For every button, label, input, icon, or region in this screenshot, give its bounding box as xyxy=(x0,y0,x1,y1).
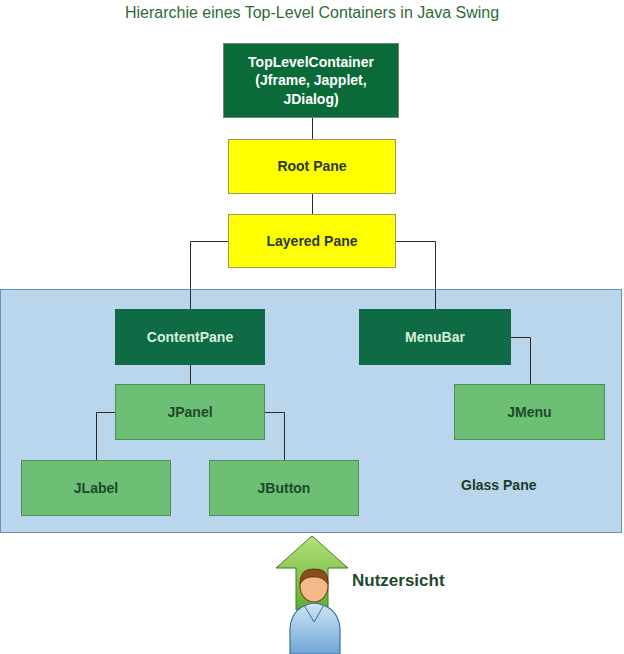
container-box: TopLevelContainer (Jframe, Japplet, JDia… xyxy=(223,43,399,118)
hierarchy-line xyxy=(312,194,313,214)
band-label: Glass Pane xyxy=(461,476,537,494)
component-box: JButton xyxy=(209,460,359,516)
node-label: JLabel xyxy=(66,479,126,497)
hierarchy-line xyxy=(190,365,191,384)
person-collar xyxy=(304,605,324,622)
node-label: Layered Pane xyxy=(258,232,365,250)
node-label: JMenu xyxy=(499,403,559,421)
view-arrow xyxy=(276,536,348,610)
hierarchy-line xyxy=(97,413,116,461)
node-label: TopLevelContainer (Jframe, Japplet, JDia… xyxy=(224,53,398,108)
component-box: ContentPane xyxy=(115,309,265,365)
person-hair xyxy=(300,569,328,584)
glass-pane-band: Glass Pane ContentPane MenuBarJPanel JMenuJ… xyxy=(0,289,622,533)
pane-box: Root Pane xyxy=(228,139,396,194)
component-box: JMenu xyxy=(454,384,605,440)
hierarchy-line xyxy=(312,118,313,139)
node-label: JButton xyxy=(250,479,319,497)
component-box: JLabel xyxy=(21,460,171,516)
node-label: JPanel xyxy=(159,403,220,421)
node-label: Root Pane xyxy=(269,157,354,175)
node-label: MenuBar xyxy=(397,328,473,346)
glass-pane-fill xyxy=(0,289,622,533)
component-box: MenuBar xyxy=(359,309,511,365)
hierarchy-line xyxy=(265,413,285,461)
person-body xyxy=(290,603,340,654)
hierarchy-line xyxy=(511,338,531,385)
hierarchy-line xyxy=(191,242,229,310)
diagram-title: Hierarchie eines Top-Level Containers in… xyxy=(0,4,624,22)
pane-box: Layered Pane xyxy=(228,214,396,268)
viewer-label: Nutzersicht xyxy=(352,571,445,591)
node-label: ContentPane xyxy=(139,328,241,346)
component-box: JPanel xyxy=(115,384,265,440)
hierarchy-line xyxy=(396,242,436,310)
